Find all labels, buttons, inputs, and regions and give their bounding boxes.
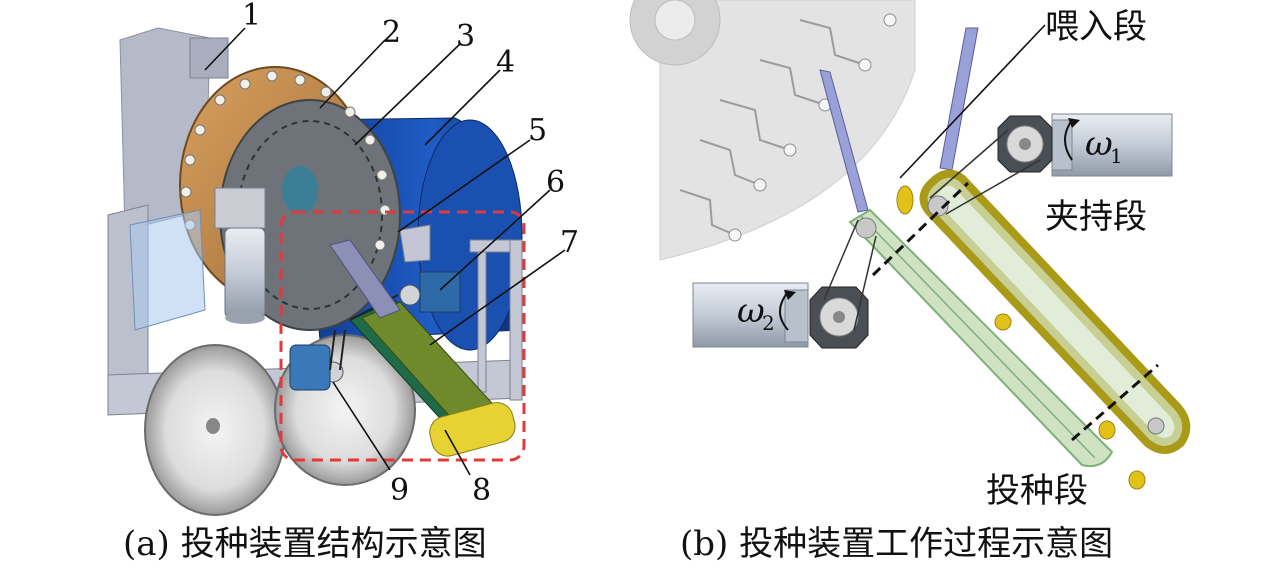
motor-1 [997,113,1173,177]
motor-2 [692,282,869,349]
part-number-4: 4 [496,45,515,80]
part-number-6: 6 [546,165,565,200]
omega-1-subscript: 1 [1110,144,1123,168]
disc-holes [180,70,391,251]
pulley-upper [927,195,949,217]
omega-2-label: ω [737,291,765,331]
seeding-section-label: 投种段 [986,471,1088,511]
part-number-3: 3 [456,19,475,54]
part-number-9: 9 [390,473,409,508]
pulley-end [1147,417,1165,435]
green-belt [848,208,1114,468]
gear-motor [214,187,266,324]
leader-lines-b [899,24,1046,179]
feed-section-label: 喂入段 [1045,7,1147,47]
part-number-8: 8 [472,473,491,508]
omega-2-subscript: 2 [762,311,775,335]
panel-a: 1 2 3 4 5 6 7 8 9 (a) 投种装置结构示意图 [107,0,579,564]
seeds [896,185,1146,490]
omega-1-label: ω [1085,124,1113,164]
belt-assembly-a [289,271,516,457]
caption-b: (b) 投种装置工作过程示意图 [680,524,1113,564]
drive-belts [823,129,1041,331]
part-number-2: 2 [382,15,401,50]
panel-b: ω 1 ω 2 喂入段 [629,0,1191,564]
part-number-7: 7 [560,225,579,260]
part-number-labels: 1 2 3 4 5 6 7 8 9 [242,0,579,508]
pulley-lower [855,217,877,239]
caption-a: (a) 投种装置结构示意图 [123,524,487,564]
dashed-highlight-box [279,210,526,462]
part-number-1: 1 [242,0,261,33]
section-markers [871,181,1159,442]
wheel-left [144,344,286,516]
clamp-section-label: 夹持段 [1045,197,1147,237]
leader-lines [204,27,566,476]
part-number-5: 5 [528,113,547,148]
guide-plate-a [329,224,431,319]
disc-sector [629,0,916,261]
